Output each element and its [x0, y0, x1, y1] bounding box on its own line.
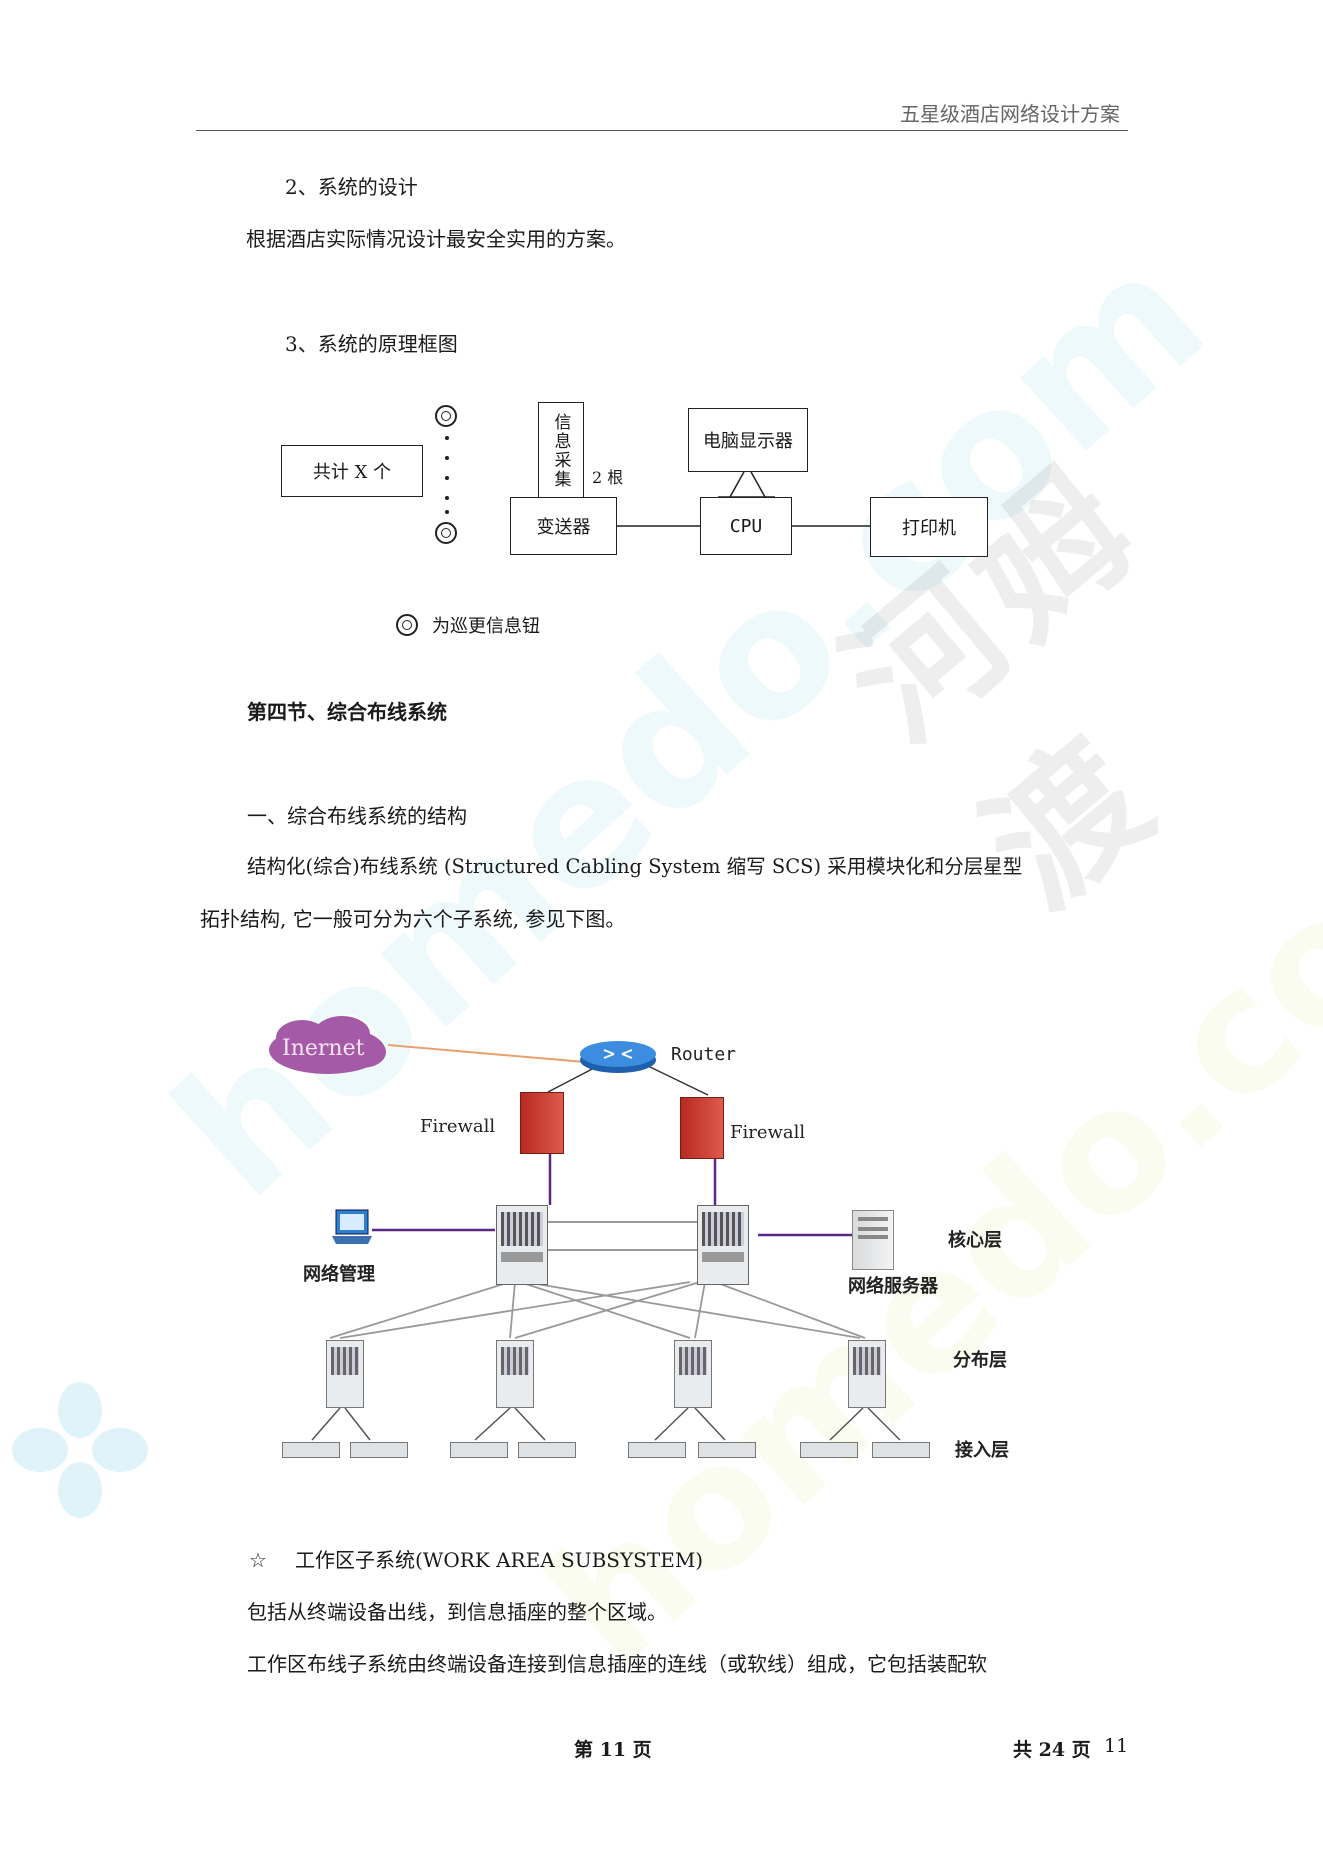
firewall-right-label: Firewall — [730, 1122, 806, 1143]
access-switch-icon — [698, 1442, 756, 1458]
firewall-left-label: Firewall — [420, 1116, 496, 1137]
work-area-line2: 工作区布线子系统由终端设备连接到信息插座的连线（或软线）组成，它包括装配软 — [247, 1652, 987, 1676]
distribution-layer-label: 分布层 — [953, 1350, 1007, 1371]
core-switch-left-icon — [496, 1205, 548, 1285]
distribution-switch-icon — [326, 1340, 364, 1408]
page-header-title: 五星级酒店网络设计方案 — [900, 102, 1120, 126]
printer-box: 打印机 — [870, 497, 988, 557]
internet-label: Inernet — [282, 1036, 365, 1061]
core-layer-label: 核心层 — [948, 1230, 1002, 1251]
footer-page-number: 11 — [1104, 1735, 1129, 1757]
laptop-icon — [330, 1208, 375, 1248]
work-area-heading: 工作区子系统(WORK AREA SUBSYSTEM) — [295, 1548, 704, 1572]
distribution-switch-icon — [496, 1340, 534, 1408]
firewall-left-icon — [520, 1092, 564, 1154]
ellipsis-dot — [445, 496, 449, 500]
access-switch-icon — [628, 1442, 686, 1458]
footer-total-label: 共 24 页 — [1013, 1739, 1091, 1761]
cpu-box: CPU — [700, 497, 792, 555]
section-3-heading: 3、系统的原理框图 — [285, 332, 458, 356]
firewall-right-icon — [680, 1097, 724, 1159]
core-switch-right-icon — [697, 1205, 749, 1285]
patrol-button-icon — [435, 522, 457, 544]
server-icon — [852, 1210, 894, 1270]
total-count-box: 共计 X 个 — [281, 445, 423, 497]
section-4-paragraph-line1: 结构化(综合)布线系统 (Structured Cabling System 缩… — [247, 855, 1023, 878]
access-switch-icon — [282, 1442, 340, 1458]
internet-cloud-icon — [262, 1012, 392, 1082]
section-2-body: 根据酒店实际情况设计最安全实用的方案。 — [246, 227, 626, 251]
network-server-label: 网络服务器 — [848, 1276, 938, 1297]
legend-label: 为巡更信息钮 — [432, 616, 540, 637]
distribution-switch-icon — [674, 1340, 712, 1408]
router-label: Router — [671, 1044, 737, 1065]
patrol-button-icon — [435, 405, 457, 427]
ellipsis-dot — [445, 510, 449, 514]
watermark-flower-icon — [10, 1380, 150, 1520]
star-icon: ☆ — [249, 1548, 267, 1572]
root-count-label: 2 根 — [592, 468, 624, 487]
header-rule — [196, 130, 1128, 131]
section-2-heading: 2、系统的设计 — [285, 175, 418, 199]
access-switch-icon — [800, 1442, 858, 1458]
access-layer-label: 接入层 — [955, 1440, 1009, 1461]
ellipsis-dot — [445, 456, 449, 460]
ellipsis-dot — [445, 476, 449, 480]
monitor-box: 电脑显示器 — [688, 408, 808, 472]
router-icon — [578, 1038, 658, 1074]
access-switch-icon — [450, 1442, 508, 1458]
section-4-subheading: 一、综合布线系统的结构 — [247, 804, 467, 828]
transmitter-box: 变送器 — [510, 497, 617, 555]
ellipsis-dot — [445, 436, 449, 440]
access-switch-icon — [872, 1442, 930, 1458]
work-area-line1: 包括从终端设备出线，到信息插座的整个区域。 — [247, 1600, 667, 1624]
principle-block-diagram: 共计 X 个 信息采集 2 根 变送器 电脑显示器 CPU 打印机 为巡更信息钮 — [0, 0, 1323, 700]
section-4-paragraph-line2: 拓扑结构, 它一般可分为六个子系统, 参见下图。 — [200, 907, 626, 931]
section-4-title: 第四节、综合布线系统 — [247, 700, 447, 724]
footer-page-label: 第 11 页 — [574, 1739, 652, 1761]
legend-patrol-button-icon — [396, 614, 418, 636]
access-switch-icon — [350, 1442, 408, 1458]
access-switch-icon — [518, 1442, 576, 1458]
network-management-label: 网络管理 — [303, 1264, 375, 1285]
distribution-switch-icon — [848, 1340, 886, 1408]
